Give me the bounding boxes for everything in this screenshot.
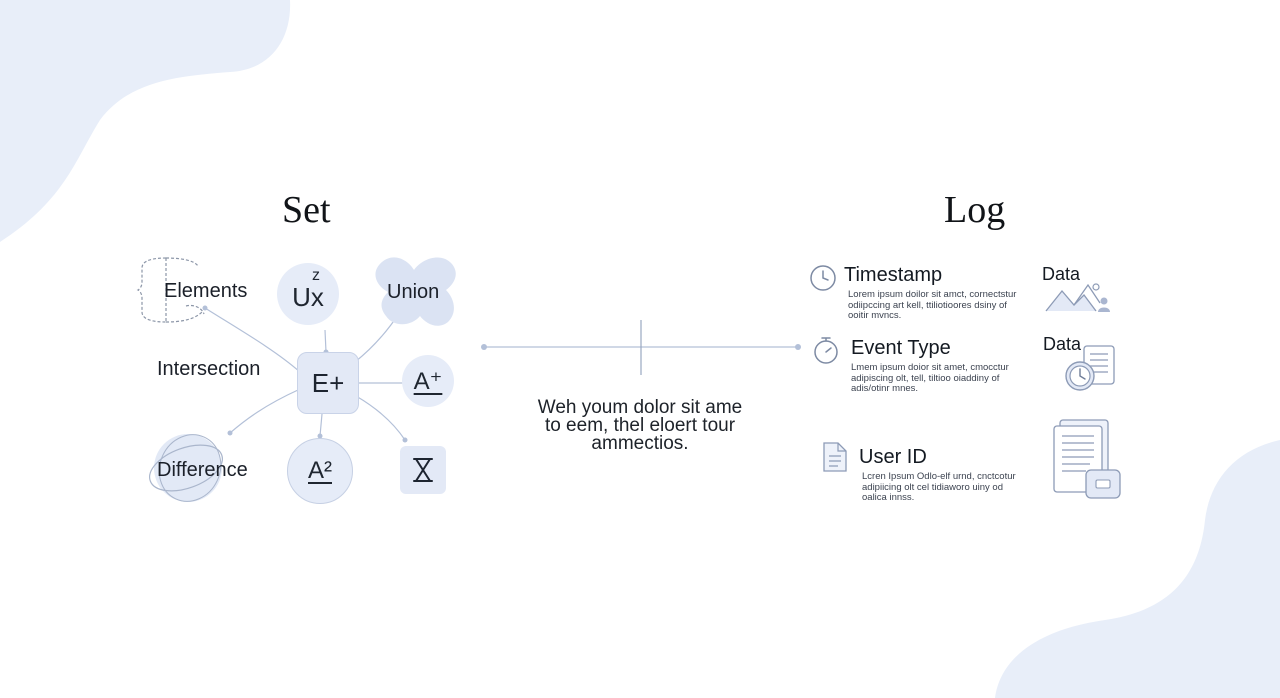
center-connector [481, 320, 801, 375]
union-blob-icon [375, 257, 456, 326]
timestamp-description: Lorem ipsum doilor sit amct, cornectstur… [848, 289, 1017, 321]
union-label: Union [387, 281, 440, 303]
timestamp-heading: Timestamp [844, 264, 943, 286]
a-squared-symbol: A² [308, 457, 332, 484]
mountain-chart-icon [1045, 283, 1110, 312]
elements-label: Elements [164, 280, 248, 302]
document-icon [823, 442, 847, 472]
e-plus-symbol: E+ [311, 367, 345, 398]
center-line-2: to eem, thel eloert tour [544, 415, 736, 436]
ux-superscript: z [312, 267, 320, 284]
a-plus-node: A⁺ [402, 355, 454, 407]
difference-label: Difference [157, 459, 248, 481]
a-plus-symbol: A⁺ [413, 367, 443, 395]
clock-icon [810, 265, 836, 291]
event-type-heading: Event Type [851, 337, 951, 359]
center-line-3: ammectios. [591, 433, 689, 454]
center-e-plus-node: E+ [297, 352, 359, 414]
background-blob-bottom-right [995, 440, 1280, 698]
set-title: Set [282, 189, 331, 231]
elements-brace-icon [136, 257, 205, 323]
center-line-1: Weh youm dolor sit ame [537, 397, 743, 418]
event-type-description: Lmem ipsum doior sit amet, cmocctur adip… [851, 362, 1009, 394]
hourglass-node [400, 446, 446, 494]
timestamp-data-label: Data [1042, 264, 1081, 284]
intersection-label: Intersection [157, 358, 261, 380]
event-type-data-label: Data [1043, 334, 1082, 354]
document-stack-icon [1053, 419, 1121, 499]
ux-symbol: Ux [292, 281, 324, 312]
log-title: Log [944, 189, 1006, 231]
background-blob-top-left [0, 0, 291, 242]
hourglass-icon [413, 458, 433, 482]
center-description: Weh youm dolor sit ame to eem, thel eloe… [520, 397, 760, 454]
document-clock-icon [1065, 345, 1115, 391]
user-id-heading: User ID [859, 446, 927, 468]
a-squared-node: A² [287, 438, 353, 504]
ux-node: Ux z [277, 263, 339, 325]
user-id-description: Lcren Ipsum Odlo-elf urnd, cnctcotur adi… [862, 471, 1016, 503]
stopwatch-icon [814, 337, 838, 364]
difference-orbit-icon [149, 434, 223, 502]
